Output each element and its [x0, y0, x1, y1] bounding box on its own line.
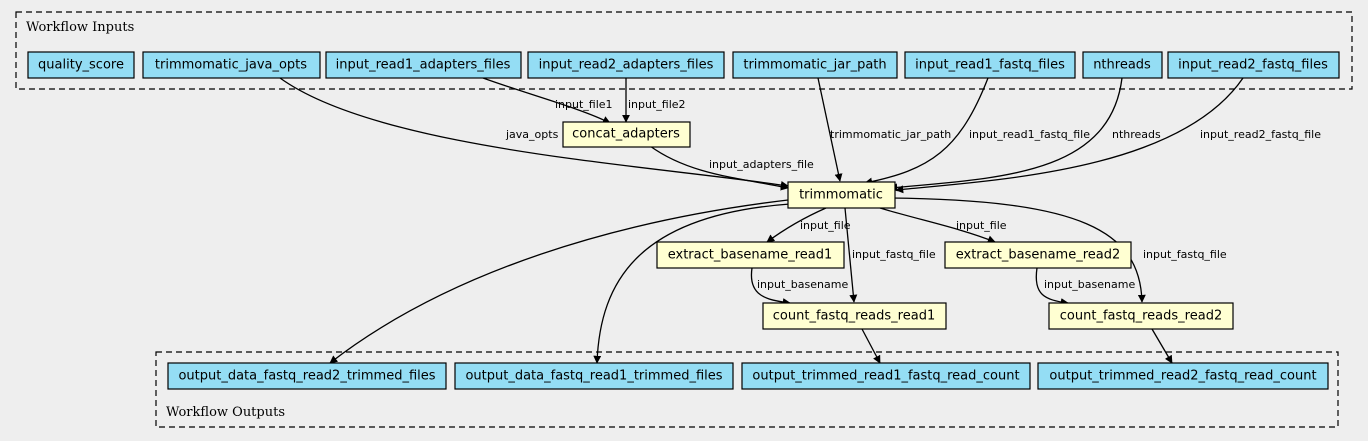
workflow-inputs-label: Workflow Inputs [26, 20, 134, 35]
svg-text:quality_score: quality_score [38, 58, 124, 73]
edge-input-basename-read2 [1035, 267, 1069, 307]
edge-input-read2-fastq-file [895, 77, 1244, 194]
edge-java-opts [279, 77, 789, 189]
edge-label-input-adapters-file: input_adapters_file [709, 158, 814, 171]
svg-text:extract_basename_read2: extract_basename_read2 [956, 248, 1121, 263]
step-node-trimmomatic[interactable]: trimmomatic [787, 181, 896, 209]
edge-label-trimmomatic-jar-path: trimmomatic_jar_path [830, 128, 951, 141]
edge-label-java-opts: java_opts [505, 128, 559, 141]
edge-label-input-file-read2: input_file [956, 219, 1007, 232]
edge-input-file-read2 [879, 207, 996, 244]
svg-text:extract_basename_read1: extract_basename_read1 [668, 248, 833, 263]
input-node-nthreads[interactable]: nthreads [1082, 51, 1163, 79]
svg-text:input_read1_fastq_files: input_read1_fastq_files [915, 58, 1065, 73]
svg-text:nthreads: nthreads [1093, 58, 1151, 73]
input-node-trimmomatic-jar-path[interactable]: trimmomatic_jar_path [732, 51, 898, 79]
output-node-output-trimmed-read1-fastq-read-count[interactable]: output_trimmed_read1_fastq_read_count [741, 362, 1031, 390]
edge-to-output-read2-count [1151, 328, 1173, 364]
svg-text:input_read2_adapters_files: input_read2_adapters_files [539, 58, 714, 73]
edge-trimmomatic-jar-path [817, 77, 843, 182]
svg-text:trimmomatic_java_opts: trimmomatic_java_opts [155, 58, 307, 73]
edge-label-input-read2-fastq-file: input_read2_fastq_file [1200, 128, 1321, 141]
edge-input-fastq-file-read2 [889, 197, 1146, 303]
edge-input-read1-fastq-file [864, 77, 989, 186]
edge-label-input-file1: input_file1 [555, 98, 613, 111]
edge-label-input-file-read1: input_file [800, 219, 851, 232]
output-node-output-data-fastq-read2-trimmed-files[interactable]: output_data_fastq_read2_trimmed_files [167, 362, 447, 390]
edge-label-input-fastq-file-read2: input_fastq_file [1143, 248, 1227, 261]
step-node-extract-basename-read2[interactable]: extract_basename_read2 [944, 241, 1132, 269]
edge-to-output-read1-trimmed [593, 203, 791, 364]
step-nodes: concat_adapters trimmomatic extract_base… [562, 121, 1234, 330]
input-node-input-read1-fastq-files[interactable]: input_read1_fastq_files [904, 51, 1076, 79]
input-node-input-read2-fastq-files[interactable]: input_read2_fastq_files [1167, 51, 1340, 79]
step-node-extract-basename-read1[interactable]: extract_basename_read1 [656, 241, 845, 269]
svg-text:concat_adapters: concat_adapters [572, 127, 680, 142]
edge-input-basename-read1 [750, 267, 791, 307]
workflow-outputs-label: Workflow Outputs [166, 405, 285, 420]
svg-text:trimmomatic: trimmomatic [799, 188, 883, 203]
edge-label-input-basename-read1: input_basename [757, 278, 848, 291]
svg-text:input_read2_fastq_files: input_read2_fastq_files [1178, 58, 1328, 73]
edge-nthreads [889, 77, 1123, 192]
edges: java_opts input_file1 input_file2 input_… [279, 77, 1321, 364]
input-node-input-read1-adapters-files[interactable]: input_read1_adapters_files [325, 51, 522, 79]
workflow-inputs-cluster: Workflow Inputs [15, 11, 1353, 90]
svg-text:output_data_fastq_read1_trimme: output_data_fastq_read1_trimmed_files [465, 369, 722, 384]
svg-text:output_data_fastq_read2_trimme: output_data_fastq_read2_trimmed_files [178, 369, 435, 384]
svg-text:output_trimmed_read1_fastq_rea: output_trimmed_read1_fastq_read_count [752, 369, 1019, 384]
edge-label-input-read1-fastq-file: input_read1_fastq_file [969, 128, 1090, 141]
svg-text:count_fastq_reads_read2: count_fastq_reads_read2 [1060, 309, 1222, 324]
output-node-output-data-fastq-read1-trimmed-files[interactable]: output_data_fastq_read1_trimmed_files [454, 362, 734, 390]
workflow-outputs-cluster: Workflow Outputs [155, 351, 1339, 428]
edge-input-file1 [482, 77, 611, 124]
edge-label-input-basename-read2: input_basename [1044, 278, 1135, 291]
edge-input-adapters-file [649, 145, 789, 191]
edge-label-nthreads: nthreads [1112, 128, 1161, 141]
edge-input-fastq-file-read1 [844, 207, 858, 303]
edge-label-input-fastq-file-read1: input_fastq_file [852, 248, 936, 261]
edge-input-file-read1 [766, 207, 827, 243]
svg-text:output_trimmed_read2_fastq_rea: output_trimmed_read2_fastq_read_count [1049, 369, 1316, 384]
edge-to-output-read2-trimmed [329, 199, 789, 364]
input-nodes: quality_score trimmomatic_java_opts inpu… [27, 51, 1340, 79]
step-node-count-fastq-reads-read1[interactable]: count_fastq_reads_read1 [762, 302, 947, 330]
output-node-output-trimmed-read2-fastq-read-count[interactable]: output_trimmed_read2_fastq_read_count [1037, 362, 1329, 390]
input-node-quality-score[interactable]: quality_score [27, 51, 135, 79]
edge-to-output-read1-count [861, 328, 881, 364]
input-node-trimmomatic-java-opts[interactable]: trimmomatic_java_opts [142, 51, 321, 79]
step-node-count-fastq-reads-read2[interactable]: count_fastq_reads_read2 [1048, 302, 1234, 330]
svg-text:count_fastq_reads_read1: count_fastq_reads_read1 [773, 309, 935, 324]
edge-label-input-file2: input_file2 [628, 98, 686, 111]
svg-text:trimmomatic_jar_path: trimmomatic_jar_path [743, 58, 886, 73]
step-node-concat-adapters[interactable]: concat_adapters [562, 121, 691, 148]
svg-text:input_read1_adapters_files: input_read1_adapters_files [336, 58, 511, 73]
input-node-input-read2-adapters-files[interactable]: input_read2_adapters_files [527, 51, 725, 79]
output-nodes: output_data_fastq_read2_trimmed_files ou… [167, 362, 1329, 390]
